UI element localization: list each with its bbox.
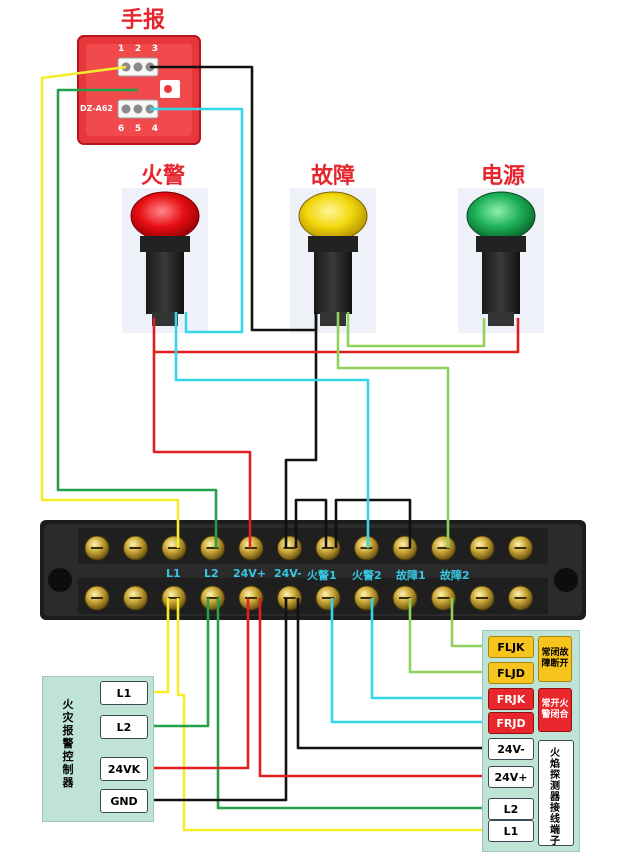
- detector-title-box: [538, 740, 574, 846]
- terminal-label-fault1: 故障1: [396, 569, 426, 582]
- detector-term-fljd: FLJD: [488, 662, 534, 684]
- detector-term-frjk: FRJK: [488, 688, 534, 710]
- call-point-term-1: 1: [118, 44, 125, 54]
- wire-lgreen-fljk: [450, 598, 488, 648]
- wire-red-controller-24vk: [146, 598, 250, 770]
- wire-green-l2-detector: [216, 598, 488, 810]
- wire-lgreen-fault2: [336, 312, 450, 548]
- power-lamp-title: 电源: [480, 164, 525, 189]
- wire-lgreen-fljd: [408, 598, 488, 674]
- call-point-term-4: 4: [151, 124, 158, 134]
- controller-term-l2: L2: [100, 715, 148, 739]
- controller-title: 火灾报警控制器: [62, 698, 74, 789]
- terminal-block: [40, 520, 586, 620]
- wire-cyan-frjk: [370, 598, 488, 700]
- wire-green-callpoint-l2: [56, 88, 218, 548]
- wire-red-lamps: [152, 318, 520, 354]
- call-point-top-numbers: 1 2 3: [118, 44, 158, 54]
- detector-term-frjd: FRJD: [488, 712, 534, 734]
- call-point-term-6: 6: [118, 124, 125, 134]
- terminal-label-24v-minus: 24V-: [274, 567, 302, 580]
- detector-note-fault: 常闭故障断开: [538, 636, 572, 682]
- terminal-label-fire2: 火警2: [352, 569, 382, 582]
- fault-lamp-title: 故障: [310, 164, 355, 189]
- wire-yellow-l1-detector: [176, 598, 488, 832]
- power-lamp: [458, 188, 544, 333]
- controller-term-24vk: 24VK: [100, 757, 148, 781]
- detector-term-24v-minus: 24V-: [488, 738, 534, 760]
- wire-black-bridge-1: [294, 498, 328, 548]
- fire-lamp: [122, 188, 208, 333]
- wire-black-detector-24v-minus: [296, 598, 488, 750]
- call-point-term-2: 2: [134, 44, 142, 54]
- wire-black-gnd: [146, 598, 288, 802]
- wire-red-to-24v-plus: [152, 352, 252, 548]
- detector-term-l1: L1: [488, 820, 534, 842]
- call-point-term-5: 5: [134, 124, 142, 134]
- controller-term-l1: L1: [100, 681, 148, 705]
- wire-black-lamp-24v-minus: [284, 312, 318, 548]
- wire-lgreen-power: [346, 312, 486, 348]
- terminal-label-fire1: 火警1: [307, 569, 337, 582]
- controller-term-gnd: GND: [100, 789, 148, 813]
- fire-lamp-title: 火警: [140, 164, 185, 189]
- wire-cyan-fire2: [174, 312, 370, 548]
- call-point-term-3: 3: [151, 44, 158, 54]
- wires: [40, 65, 520, 832]
- wire-yellow-callpoint-l1: [40, 65, 180, 548]
- wire-red-detector-24v-plus: [258, 598, 488, 778]
- wire-cyan-callpoint: [150, 107, 244, 334]
- terminal-label-l2: L2: [204, 567, 219, 580]
- detector-title: 火焰探测器接线端子: [550, 748, 560, 847]
- wire-green-controller-l2: [146, 598, 210, 728]
- wire-cyan-frjd: [330, 598, 488, 724]
- detector-note-fire: 常开火警闭合: [538, 688, 572, 732]
- call-point-model: DZ-A62: [80, 104, 113, 113]
- fault-lamp: [290, 188, 376, 333]
- detector-term-l2: L2: [488, 798, 534, 820]
- wire-black-bridge-2: [334, 498, 412, 548]
- manual-call-point-title: 手报: [120, 8, 165, 33]
- terminal-label-l1: L1: [166, 567, 181, 580]
- call-point-bottom-numbers: 6 5 4: [118, 124, 158, 134]
- detector-term-fljk: FLJK: [488, 636, 534, 658]
- terminal-label-fault2: 故障2: [440, 569, 470, 582]
- detector-term-24v-plus: 24V+: [488, 766, 534, 788]
- terminal-label-24v-plus: 24V+: [233, 567, 267, 580]
